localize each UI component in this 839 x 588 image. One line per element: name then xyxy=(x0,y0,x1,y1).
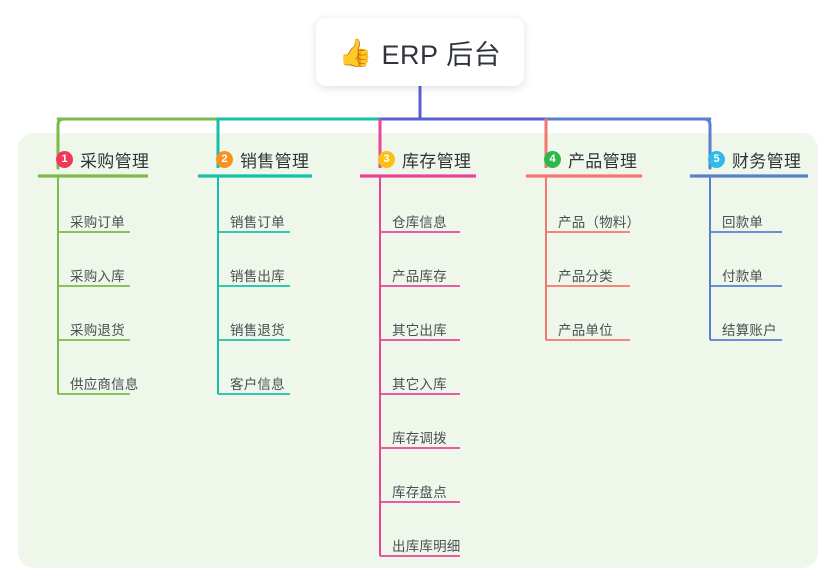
leaf-item[interactable]: 产品单位 xyxy=(558,323,613,338)
column-title: 库存管理 xyxy=(402,151,472,171)
leaf-item[interactable]: 采购订单 xyxy=(70,215,125,230)
column-title: 产品管理 xyxy=(568,151,638,171)
column-3: 3 库存管理 xyxy=(360,146,471,172)
column-title: 采购管理 xyxy=(80,151,150,171)
column-2: 2 销售管理 xyxy=(198,146,309,172)
root-node[interactable]: 👍 ERP 后台 xyxy=(316,18,524,86)
leaf-item[interactable]: 库存盘点 xyxy=(392,485,447,500)
leaf-item[interactable]: 销售订单 xyxy=(230,215,285,230)
column-badge-2: 2 xyxy=(216,150,233,168)
column-header-5[interactable]: 5 财务管理 xyxy=(690,146,801,172)
leaf-item[interactable]: 付款单 xyxy=(722,269,764,284)
column-header-1[interactable]: 1 采购管理 xyxy=(38,146,149,172)
leaf-item[interactable]: 回款单 xyxy=(722,215,764,230)
diagram-panel xyxy=(18,133,818,568)
leaf-item[interactable]: 客户信息 xyxy=(230,377,285,392)
column-header-3[interactable]: 3 库存管理 xyxy=(360,146,471,172)
leaf-item[interactable]: 出库库明细 xyxy=(392,539,461,554)
column-badge-4: 4 xyxy=(544,150,561,168)
column-1: 1 采购管理 xyxy=(38,146,149,172)
leaf-item[interactable]: 产品分类 xyxy=(558,269,613,284)
column-header-2[interactable]: 2 销售管理 xyxy=(198,146,309,172)
root-node-label: ERP 后台 xyxy=(381,39,502,70)
leaf-item[interactable]: 采购退货 xyxy=(70,323,125,338)
column-5: 5 财务管理 xyxy=(690,146,801,172)
thumbs-up-emoji: 👍 xyxy=(338,37,373,68)
leaf-item[interactable]: 结算账户 xyxy=(722,323,777,338)
leaf-item[interactable]: 产品库存 xyxy=(392,269,447,284)
leaf-item[interactable]: 销售出库 xyxy=(230,269,285,284)
leaf-item[interactable]: 其它入库 xyxy=(392,377,447,392)
column-title: 财务管理 xyxy=(732,151,802,171)
column-4: 4 产品管理 xyxy=(526,146,637,172)
column-header-4[interactable]: 4 产品管理 xyxy=(526,146,637,172)
leaf-item[interactable]: 供应商信息 xyxy=(70,377,139,392)
column-badge-5: 5 xyxy=(708,150,725,168)
leaf-item[interactable]: 库存调拨 xyxy=(392,431,447,446)
leaf-item[interactable]: 采购入库 xyxy=(70,269,125,284)
leaf-item[interactable]: 仓库信息 xyxy=(392,215,447,230)
leaf-item[interactable]: 产品（物料） xyxy=(558,215,641,230)
column-title: 销售管理 xyxy=(240,151,310,171)
column-badge-1: 1 xyxy=(56,150,73,168)
leaf-item[interactable]: 销售退货 xyxy=(230,323,285,338)
column-badge-3: 3 xyxy=(378,150,395,168)
leaf-item[interactable]: 其它出库 xyxy=(392,323,447,338)
